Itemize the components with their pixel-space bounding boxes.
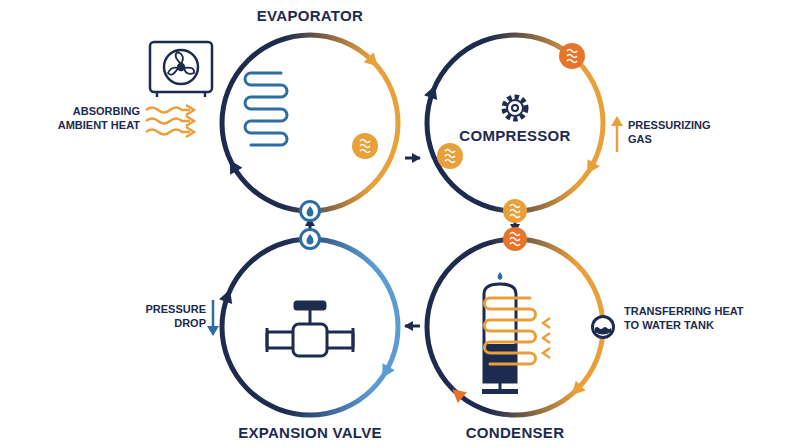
pressurizing-arrow [611,116,623,152]
flow-arrow [405,325,420,328]
drawing-part [146,119,190,124]
stage-ring [420,232,610,422]
drawing-part [204,92,207,97]
drawing-part [591,315,615,339]
drawing-part [594,318,612,336]
drawing-part [498,272,503,280]
cycle-stage-circle: EVAPORATOR [215,28,405,218]
drawing-part [452,389,467,403]
drawing-part [156,92,159,97]
process-note: TRANSFERRING HEAT TO WATER TANK [624,304,754,333]
drawing-part [510,233,520,246]
stage-ring [420,28,610,218]
drawing-part [146,108,190,113]
cycle-stage-circle: COMPRESSOR [420,28,610,218]
ambient-heat-arrows [146,105,194,137]
drawing-part [512,105,518,111]
drawing-part [504,97,526,119]
process-note: PRESSURE DROP [130,302,206,331]
drawing-part [572,381,586,395]
drawing-part [222,239,398,415]
drawing-part [507,100,523,116]
cycle-stage-circle: EXPANSION VALVE [215,232,405,422]
drawing-part [306,234,313,245]
stage-title: COMPRESSOR [459,127,570,144]
drawing-part [150,42,212,92]
stage-title: EVAPORATOR [257,7,363,24]
drawing-part [485,298,536,364]
drawing-part [306,206,313,217]
drawing-part [178,64,184,70]
cycle-stage-circle: CONDENSER [420,232,610,422]
stage-ring [215,28,405,218]
drawing-part [510,205,520,218]
drawing-part [445,150,455,163]
drawing-part [212,300,215,328]
drawing-part [230,160,243,175]
drawing-part [146,130,190,135]
stage-title: CONDENSER [466,424,565,441]
drawing-part [611,116,623,126]
pressure-drop-arrow [207,300,219,336]
stage-ring [215,232,405,422]
drawing-part [360,140,370,153]
drawing-part [482,389,518,394]
drawing-part [267,302,353,356]
drawing-part [587,159,600,174]
stage-title: EXPANSION VALVE [238,424,382,441]
drawing-part [437,143,463,169]
drawing-part [352,133,378,159]
drawing-part [299,228,321,250]
drawing-part [559,43,585,69]
drawing-part [424,85,437,100]
drawing-part [616,124,619,152]
process-note: PRESSURIZING GAS [628,118,728,147]
drawing-part [266,328,269,352]
drawing-part [595,327,611,335]
outdoor-fan-unit [150,42,212,97]
process-note: ABSORBING AMBIENT HEAT [40,104,140,133]
drawing-part [299,200,321,222]
drawing-part [245,73,287,145]
drawing-part [499,382,502,390]
drawing-part [302,231,318,247]
drawing-part [503,227,527,251]
drawing-part [382,363,395,378]
drawing-part [504,97,526,119]
drawing-part [543,318,550,358]
drawing-part [482,272,518,394]
drawing-part [427,35,603,211]
drawing-part [352,328,355,352]
drawing-part [295,302,325,309]
drawing-part [427,239,603,415]
drawing-part [293,324,327,356]
drawing-part [503,199,527,223]
drawing-part [364,52,378,66]
drawing-part [219,289,232,304]
drawing-part [168,52,194,75]
drawing-part [567,50,577,63]
drawing-part [207,326,219,336]
drawing-part [222,35,398,211]
drawing-part [302,203,318,219]
drawing-part [164,50,198,84]
flow-arrow [405,157,420,160]
drawing-part [186,105,194,137]
